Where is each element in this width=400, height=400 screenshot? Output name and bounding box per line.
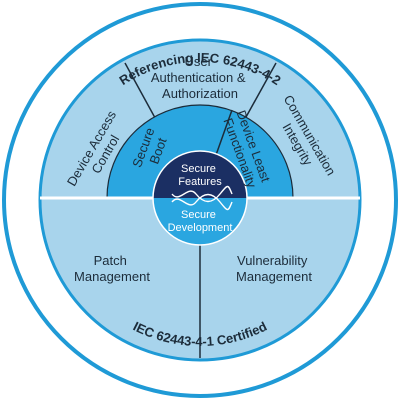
label-patch-line2: Management <box>74 269 150 284</box>
core-bottom <box>153 198 247 245</box>
label-patch-line1: Patch <box>94 253 127 268</box>
label-secure-features-line1: Secure <box>181 163 216 175</box>
label-secure-development-line1: Secure <box>181 209 216 221</box>
label-secure-features: Secure Features <box>178 163 222 188</box>
core-outline <box>152 150 248 246</box>
label-secure-development-line2: Development <box>168 222 233 234</box>
label-user-line3: Authorization <box>162 86 238 101</box>
dna-icon <box>171 185 233 211</box>
label-user-line1: User <box>184 54 212 69</box>
label-user-line2: Authentication & <box>151 70 246 85</box>
label-secure-development: Secure Development <box>168 209 233 234</box>
label-patch-management: Patch Management <box>74 253 150 284</box>
core-top <box>153 151 247 198</box>
label-vulnerability-line2: Management <box>236 269 312 284</box>
label-vulnerability-line1: Vulnerability <box>237 253 308 268</box>
label-secure-features-line2: Features <box>178 176 222 188</box>
label-vulnerability-management: Vulnerability Management <box>236 253 312 284</box>
label-user-auth: User Authentication & Authorization <box>151 54 249 101</box>
